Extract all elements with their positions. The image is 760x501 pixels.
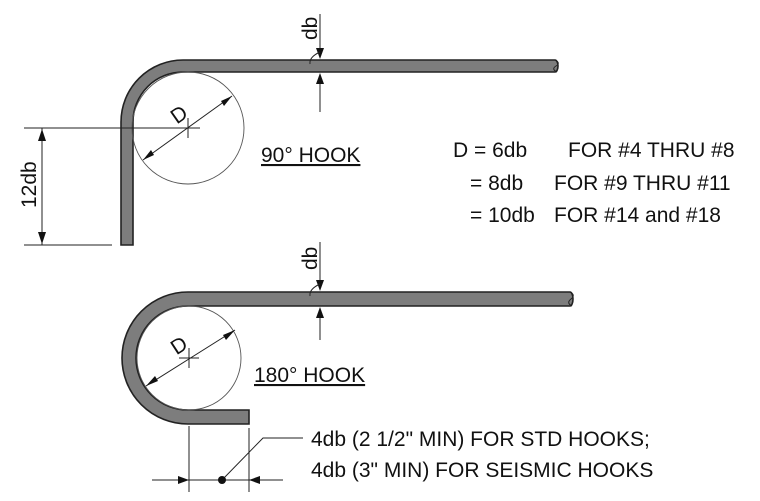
hook-90-db-leader xyxy=(309,51,321,65)
hook-90-db-arrow-bottom xyxy=(316,73,324,84)
hook-180-db-arrow-top xyxy=(316,280,324,291)
hook-90-title: 90° HOOK xyxy=(261,144,360,167)
table-row-value: = 10db xyxy=(470,204,535,227)
extension-note-line-2: 4db (3" MIN) FOR SEISMIC HOOKS xyxy=(311,459,653,482)
hook-90-break-mark xyxy=(553,59,559,73)
extension-note: 4db (2 1/2" MIN) FOR STD HOOKS; 4db (3" … xyxy=(311,428,653,482)
table-row-range: FOR #4 THRU #8 xyxy=(568,139,735,162)
hook-90-db-label: db xyxy=(299,17,322,40)
hook-180-4db-leader xyxy=(221,437,303,481)
hook-90-db-arrow-top xyxy=(316,48,324,59)
hook-90-detail: D db 12db 90° HOOK xyxy=(18,14,559,246)
hook-180-d-label: D xyxy=(167,332,192,360)
hook-180-d-arrow-b xyxy=(223,330,235,340)
table-row-value: = 8db xyxy=(470,172,523,195)
hook-180-db-leader xyxy=(309,283,321,297)
table-row-range: FOR #14 and #18 xyxy=(554,204,721,227)
hook-180-d-arrow-a xyxy=(146,376,158,386)
table-row-value: D = 6db xyxy=(453,139,527,162)
extension-note-line-1: 4db (2 1/2" MIN) FOR STD HOOKS; xyxy=(311,428,650,451)
hook-90-d-arrow-b xyxy=(221,96,232,106)
hook-180-break-mark xyxy=(568,291,574,307)
hook-180-4db-arrow-left xyxy=(178,476,189,484)
hook-90-bar xyxy=(120,59,559,246)
hook-180-4db-leader-dot xyxy=(218,476,226,484)
table-row-range: FOR #9 THRU #11 xyxy=(554,172,731,195)
hook-90-12db-label: 12db xyxy=(18,161,41,208)
hook-90-12db-arrow-bottom xyxy=(38,232,46,244)
hook-180-db-label: db xyxy=(299,247,322,270)
hook-180-bend-circle xyxy=(136,305,242,411)
hook-180-title: 180° HOOK xyxy=(254,364,365,387)
hook-90-d-arrow-a xyxy=(143,150,154,160)
bend-diameter-table: D = 6db FOR #4 THRU #8 = 8db FOR #9 THRU… xyxy=(453,139,735,227)
hook-90-12db-arrow-top xyxy=(38,129,46,141)
hook-180-d-dimension-line xyxy=(145,329,236,387)
hook-180-db-arrow-bottom xyxy=(316,307,324,318)
hook-180-4db-arrow-right xyxy=(249,476,260,484)
hook-180-detail: D db 180° HOOK xyxy=(121,242,574,492)
